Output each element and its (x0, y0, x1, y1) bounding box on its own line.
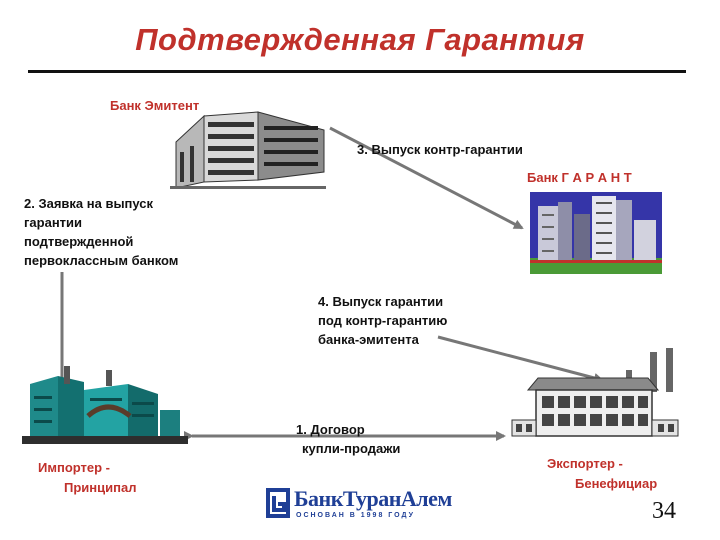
exporter-label-line2: Бенефициар (547, 474, 657, 494)
step2-line1: 2. Заявка на выпуск (24, 194, 178, 213)
step1-line2: купли-продажи (296, 439, 400, 458)
step1-line1: 1. Договор (296, 420, 400, 439)
guarantor-bank-skyline-icon (530, 192, 662, 274)
step4-line3: банка-эмитента (318, 330, 447, 349)
exporter-factory-icon (510, 348, 682, 440)
exporter-label: Экспортер - Бенефициар (547, 454, 657, 494)
page-number: 34 (652, 498, 676, 525)
exporter-label-line1: Экспортер - (547, 454, 657, 474)
logo-name: БанкТуранАлем (294, 486, 452, 512)
importer-label-line2: Принципал (38, 478, 136, 498)
bank-logo: БанкТуранАлем ОСНОВАН В 1998 ГОДУ (264, 486, 454, 526)
step4-line1: 4. Выпуск гарантии (318, 292, 447, 311)
step3-label: 3. Выпуск контр-гарантии (357, 140, 523, 159)
step2-label: 2. Заявка на выпуск гарантии подтвержден… (24, 194, 178, 270)
importer-factory-icon (18, 364, 192, 446)
logo-emblem-icon (264, 486, 292, 520)
step2-line4: первоклассным банком (24, 251, 178, 270)
importer-label-line1: Импортер - (38, 458, 136, 478)
step1-label: 1. Договор купли-продажи (296, 420, 400, 458)
step4-label: 4. Выпуск гарантии под контр-гарантию ба… (318, 292, 447, 349)
logo-tagline: ОСНОВАН В 1998 ГОДУ (296, 512, 415, 519)
step4-line2: под контр-гарантию (318, 311, 447, 330)
step2-line2: гарантии (24, 213, 178, 232)
step2-line3: подтвержденной (24, 232, 178, 251)
guarantor-bank-label: Банк Г А Р А Н Т (527, 170, 632, 185)
importer-label: Импортер - Принципал (38, 458, 136, 498)
issuer-bank-label: Банк Эмитент (110, 98, 199, 113)
issuer-bank-building-icon (168, 102, 328, 190)
